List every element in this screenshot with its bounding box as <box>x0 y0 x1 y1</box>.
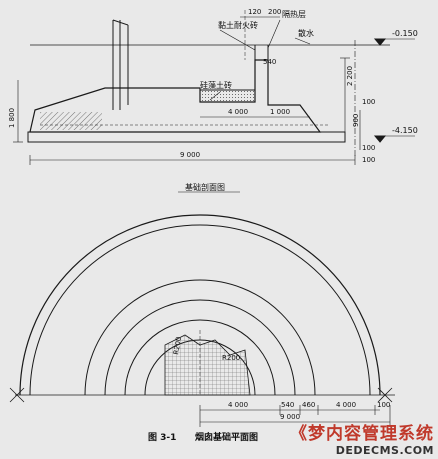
dim-1000: 1 000 <box>270 108 290 116</box>
level-lower: -4.150 <box>392 126 418 135</box>
dim-4000: 4 000 <box>228 108 248 116</box>
callout-insulation-layer: 隔热层 <box>282 9 306 19</box>
dim-9000: 9 000 <box>180 151 200 159</box>
plan-arc-outer <box>19 214 381 396</box>
foundation-base <box>27 131 346 143</box>
level-upper: -0.150 <box>392 29 418 38</box>
reinforcement-grid <box>164 334 251 396</box>
dim-1800: 1 800 <box>8 108 16 128</box>
figure-caption: 图 3-1 烟囱基础平面图 <box>148 431 258 443</box>
plan-labels: R200 R200 4 000 540 460 4 000 100 9 000 <box>172 336 390 421</box>
dim-200: 200 <box>268 8 281 16</box>
plan-dim-540: 540 <box>281 401 294 409</box>
figure-caption-text: 烟囱基础平面图 <box>195 431 258 443</box>
plan-dim-9000: 9 000 <box>280 413 300 421</box>
watermark: 《梦内容管理系统 DEDECMS.COM <box>284 424 434 457</box>
section-view <box>13 10 415 193</box>
plan-dim-100: 100 <box>377 401 390 409</box>
callout-apron: 散水 <box>298 28 314 38</box>
dim-100b: 100 <box>362 144 375 152</box>
section-labels: 黏土耐火砖 隔热层 散水 硅藻土砖 -0.150 -4.150 120 200 … <box>8 8 418 192</box>
watermark-url: DEDECMS.COM <box>335 444 434 457</box>
plan-dim-4000a: 4 000 <box>228 401 248 409</box>
callout-solid-clay-brick: 硅藻土砖 <box>200 80 232 90</box>
chimney-shaft <box>112 20 129 110</box>
dim-120: 120 <box>248 8 261 16</box>
dim-100c: 100 <box>362 156 375 164</box>
foundation-hatch <box>40 112 102 130</box>
radius-outer: R200 <box>222 354 240 362</box>
figure-number: 图 3-1 <box>148 432 176 443</box>
plan-arc-3 <box>84 279 316 396</box>
callout-refractory-brick: 黏土耐火砖 <box>218 20 258 30</box>
plan-dim-460: 460 <box>302 401 315 409</box>
plan-arc-2 <box>29 224 371 396</box>
section-title: 基础剖面图 <box>185 182 225 192</box>
dim-2200: 2 200 <box>346 66 354 86</box>
watermark-cn: 《梦内容管理系统 <box>290 424 434 444</box>
radius-inner: R200 <box>172 336 183 355</box>
plan-arc-4 <box>104 299 296 396</box>
level-marker-lower <box>373 135 387 143</box>
level-marker-upper <box>373 38 387 46</box>
plan-arc-5 <box>124 319 276 396</box>
dim-540: 540 <box>263 58 276 66</box>
plan-dim-4000b: 4 000 <box>336 401 356 409</box>
dim-100a: 100 <box>362 98 375 106</box>
brick-fill <box>199 89 256 103</box>
dim-900: 900 <box>352 114 360 127</box>
plan-view <box>9 214 395 427</box>
